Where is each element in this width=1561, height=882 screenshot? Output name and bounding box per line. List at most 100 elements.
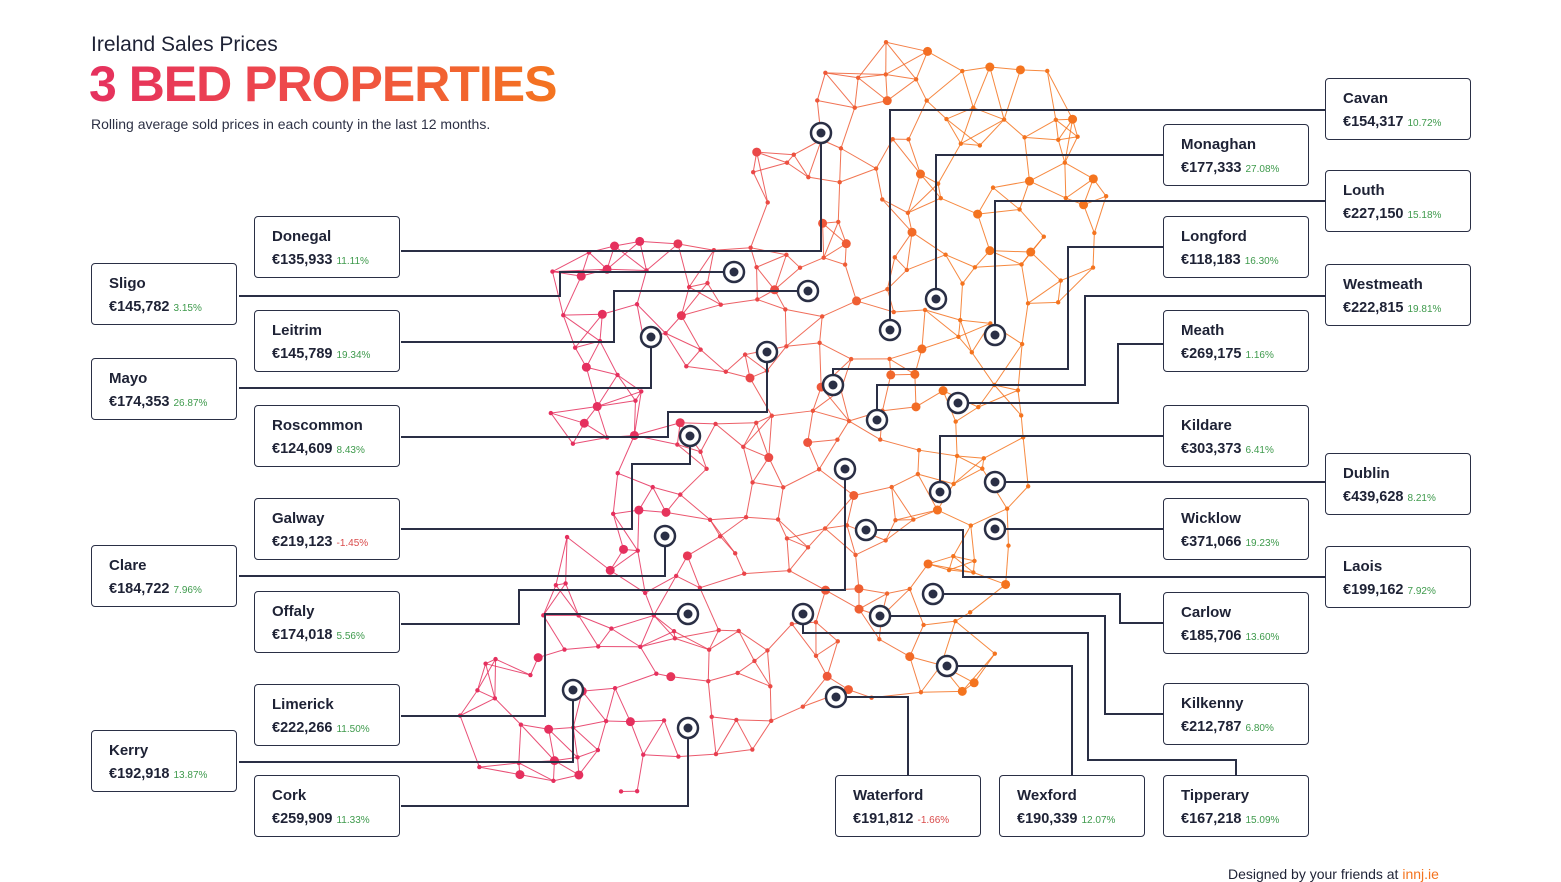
mesh-edge <box>767 650 770 686</box>
mesh-edge <box>838 182 839 222</box>
mesh-edge <box>637 270 646 304</box>
mesh-node <box>619 545 628 554</box>
mesh-edge <box>710 517 746 520</box>
county-change: 12.07% <box>1081 815 1115 826</box>
mesh-edge <box>892 474 918 487</box>
county-name: Limerick <box>272 696 399 713</box>
mesh-edge <box>772 411 813 416</box>
mesh-node <box>635 302 639 306</box>
county-change: 11.33% <box>336 815 369 826</box>
mesh-edge <box>752 721 771 750</box>
mesh-edge <box>1023 437 1028 486</box>
mesh-edge <box>958 320 960 337</box>
mesh-node <box>735 671 739 675</box>
mesh-node <box>1006 543 1010 547</box>
county-change: 19.81% <box>1407 304 1441 315</box>
mesh-node <box>698 347 702 351</box>
mesh-node <box>610 242 619 251</box>
mesh-node <box>550 269 554 273</box>
mesh-edge <box>857 301 894 312</box>
mesh-edge <box>756 416 772 423</box>
mesh-node <box>662 508 671 517</box>
mesh-node <box>634 506 643 515</box>
mesh-edge <box>573 721 606 727</box>
footer-brand-link[interactable]: innj.ie <box>1402 866 1439 882</box>
mesh-edge <box>563 276 581 315</box>
mesh-edge <box>712 717 737 720</box>
mesh-node <box>475 688 479 692</box>
mesh-edge <box>597 406 607 437</box>
mesh-node <box>615 373 619 377</box>
mesh-edge <box>495 659 496 698</box>
mesh-node <box>633 398 637 402</box>
mesh-edge <box>886 74 916 79</box>
mesh-node <box>849 357 853 361</box>
mesh-node <box>705 281 709 285</box>
mesh-edge <box>808 411 813 443</box>
mesh-node <box>993 651 997 655</box>
mesh-edge <box>1021 415 1023 437</box>
marker-dot-kildare <box>936 488 945 497</box>
mesh-node <box>582 363 591 372</box>
mesh-node <box>917 344 926 353</box>
marker-dot-limerick <box>684 610 693 619</box>
mesh-edge <box>840 169 876 183</box>
mesh-edge <box>786 316 822 346</box>
mesh-node <box>596 644 600 648</box>
mesh-edge <box>1004 70 1020 120</box>
mesh-node <box>790 622 794 626</box>
mesh-node <box>1005 507 1009 511</box>
mesh-edge <box>712 717 716 754</box>
county-change: 15.18% <box>1407 210 1441 221</box>
mesh-node <box>1054 118 1058 122</box>
mesh-edge <box>778 519 808 547</box>
mesh-edge <box>771 707 803 721</box>
county-change: 1.16% <box>1245 350 1273 361</box>
mesh-node <box>978 143 982 147</box>
mesh-node <box>823 71 827 75</box>
mesh-edge <box>700 574 744 588</box>
mesh-node <box>933 506 942 515</box>
county-price: €227,150 <box>1343 206 1403 222</box>
mesh-node <box>906 211 910 215</box>
county-card-waterford: Waterford€191,812-1.66% <box>835 775 981 837</box>
mesh-edge <box>756 423 769 458</box>
mesh-edge <box>1058 281 1061 303</box>
mesh-edge <box>837 421 849 440</box>
mesh-node <box>1026 248 1035 257</box>
mesh-edge <box>778 519 787 538</box>
county-price-row: €191,812-1.66% <box>853 810 980 828</box>
mesh-edge <box>960 320 972 352</box>
mesh-edge <box>757 267 758 299</box>
mesh-node <box>710 715 714 719</box>
mesh-node <box>483 661 487 665</box>
mesh-node <box>849 491 858 500</box>
mesh-node <box>593 402 602 411</box>
mesh-edge <box>857 289 888 301</box>
mesh-edge <box>753 163 787 172</box>
mesh-node <box>814 620 818 624</box>
mesh-node <box>991 185 995 189</box>
mesh-node <box>1045 69 1049 73</box>
mesh-node <box>817 341 821 345</box>
mesh-edge <box>993 188 1020 210</box>
mesh-edge <box>808 528 825 547</box>
mesh-edge <box>543 615 564 649</box>
mesh-node <box>651 485 655 489</box>
mesh-node <box>883 96 892 105</box>
mesh-edge <box>681 305 720 316</box>
county-price: €185,706 <box>1181 628 1241 644</box>
mesh-edge <box>856 540 886 555</box>
mesh-edge <box>1058 137 1077 140</box>
mesh-edge <box>753 482 784 487</box>
mesh-edge <box>1004 120 1024 138</box>
mesh-edge <box>615 674 656 689</box>
county-price-row: €219,123-1.45% <box>272 533 399 551</box>
mesh-node <box>1092 231 1096 235</box>
